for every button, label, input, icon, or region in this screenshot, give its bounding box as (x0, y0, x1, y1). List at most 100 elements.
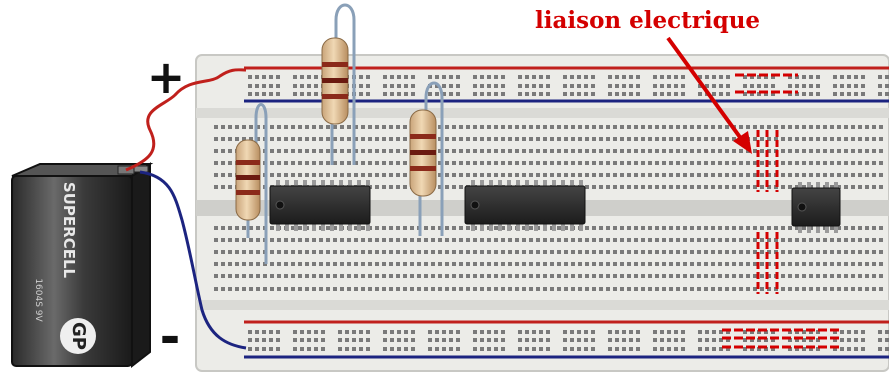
hole (307, 92, 311, 96)
hole (459, 137, 463, 141)
hole (564, 125, 568, 129)
hole (256, 137, 260, 141)
hole (878, 330, 882, 334)
hole (809, 125, 813, 129)
hole (634, 287, 638, 291)
hole (858, 274, 862, 278)
hole (263, 274, 267, 278)
hole (767, 287, 771, 291)
hole (214, 173, 218, 177)
hole (235, 250, 239, 254)
hole (424, 262, 428, 266)
hole (648, 149, 652, 153)
hole (277, 161, 281, 165)
hole (760, 274, 764, 278)
hole (879, 125, 883, 129)
hole (269, 330, 273, 334)
hole (368, 149, 372, 153)
hole (627, 262, 631, 266)
hole (599, 226, 603, 230)
hole (411, 347, 415, 351)
hole (314, 330, 318, 334)
hole (473, 92, 477, 96)
hole (788, 347, 792, 351)
hole (760, 287, 764, 291)
hole (577, 84, 581, 88)
hole (480, 84, 484, 88)
hole (823, 173, 827, 177)
hole (557, 274, 561, 278)
chip-3 (791, 182, 841, 233)
hole (753, 173, 757, 177)
hole (711, 149, 715, 153)
hole (557, 125, 561, 129)
hole (830, 238, 834, 242)
hole (291, 238, 295, 242)
hole (732, 262, 736, 266)
hole (879, 185, 883, 189)
hole (361, 238, 365, 242)
hole (667, 92, 671, 96)
hole (781, 250, 785, 254)
hole (438, 125, 442, 129)
hole (690, 137, 694, 141)
hole (865, 274, 869, 278)
hole (725, 173, 729, 177)
hole (480, 75, 484, 79)
hole (543, 161, 547, 165)
hole (809, 137, 813, 141)
hole (228, 173, 232, 177)
hole (767, 226, 771, 230)
resistors (235, 3, 444, 264)
hole (858, 226, 862, 230)
hole (641, 185, 645, 189)
hole (592, 161, 596, 165)
hole (382, 274, 386, 278)
hole (396, 161, 400, 165)
resistor-2 (321, 3, 356, 165)
hole (487, 173, 491, 177)
hole (445, 274, 449, 278)
hole (291, 125, 295, 129)
hole (480, 161, 484, 165)
hole (557, 173, 561, 177)
hole (277, 137, 281, 141)
hole (307, 347, 311, 351)
hole (757, 330, 761, 334)
hole (248, 347, 252, 351)
hole (522, 161, 526, 165)
hole (543, 274, 547, 278)
hole (354, 250, 358, 254)
hole (690, 262, 694, 266)
hole (816, 84, 820, 88)
hole (347, 287, 351, 291)
hole (382, 137, 386, 141)
hole (321, 330, 325, 334)
hole (262, 347, 266, 351)
hole (854, 347, 858, 351)
hole (830, 287, 834, 291)
hole (662, 262, 666, 266)
hole (340, 238, 344, 242)
hole (718, 262, 722, 266)
hole (732, 149, 736, 153)
hole (704, 149, 708, 153)
hole (501, 161, 505, 165)
hole (577, 330, 581, 334)
hole (473, 262, 477, 266)
hole (585, 125, 589, 129)
hole (431, 274, 435, 278)
hole (591, 338, 595, 342)
hole (622, 75, 626, 79)
hole (375, 238, 379, 242)
hole (795, 137, 799, 141)
hole (861, 330, 865, 334)
hole (837, 238, 841, 242)
hole (270, 274, 274, 278)
hole (487, 92, 491, 96)
hole (508, 173, 512, 177)
hole (674, 338, 678, 342)
hole (655, 262, 659, 266)
hole (844, 287, 848, 291)
hole (298, 287, 302, 291)
